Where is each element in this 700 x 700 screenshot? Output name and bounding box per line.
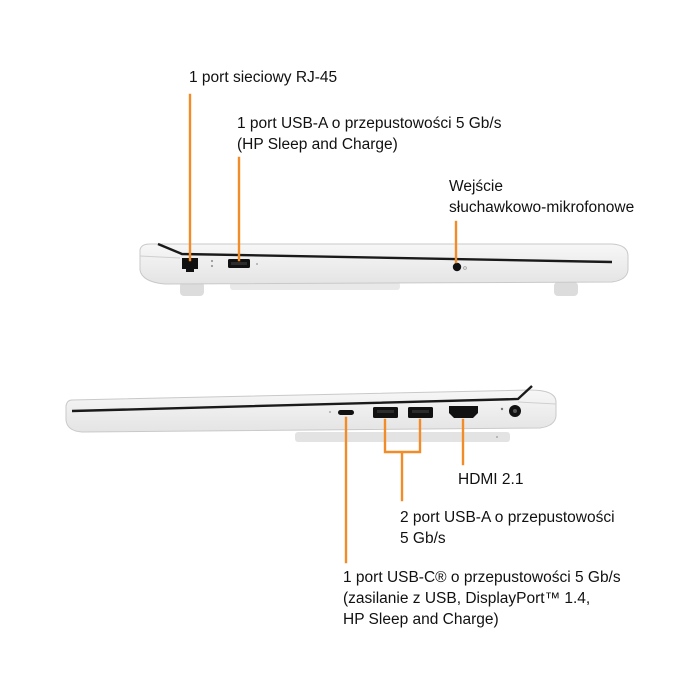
usb-c-port: [338, 410, 354, 415]
label-hdmi: HDMI 2.1: [458, 469, 523, 490]
laptop-foot: [180, 282, 204, 296]
label-usb-c-line2: (zasilanie z USB, DisplayPort™ 1.4,: [343, 590, 591, 607]
label-usb-c: 1 port USB-C® o przepustowości 5 Gb/s (z…: [343, 567, 621, 630]
audio-jack: [452, 262, 462, 272]
callout-lines: [188, 93, 465, 564]
label-usb-a2-line2: 5 Gb/s: [400, 530, 446, 547]
laptop-left-side: [139, 242, 629, 296]
label-usb-a-line2: (HP Sleep and Charge): [237, 136, 398, 153]
lid-seam: [71, 385, 533, 413]
label-hdmi-text: HDMI 2.1: [458, 471, 524, 488]
label-usb-a-line1: 1 port USB-A o przepustowości 5 Gb/s: [237, 115, 502, 132]
label-rj45: 1 port sieciowy RJ-45: [189, 67, 337, 88]
rj45-port: [182, 258, 198, 269]
label-usb-c-line1: 1 port USB-C® o przepustowości 5 Gb/s: [343, 569, 621, 586]
laptop-body: [139, 243, 629, 285]
laptop-foot: [554, 282, 578, 296]
laptop-body: [65, 389, 557, 433]
label-usb-a2-line1: 2 port USB-A o przepustowości: [400, 509, 615, 526]
laptop-right-side: [65, 385, 557, 442]
label-rj45-text: 1 port sieciowy RJ-45: [189, 69, 338, 86]
label-usb-c-line3: HP Sleep and Charge): [343, 611, 499, 628]
hdmi-port: [449, 406, 478, 418]
label-audio: Wejście słuchawkowo-mikrofonowe: [449, 176, 634, 218]
callout-bracket-usb-a: [383, 418, 422, 502]
label-usb-a: 1 port USB-A o przepustowości 5 Gb/s (HP…: [237, 113, 501, 155]
label-audio-line2: słuchawkowo-mikrofonowe: [449, 199, 635, 216]
label-usb-a2: 2 port USB-A o przepustowości 5 Gb/s: [400, 507, 615, 549]
lid-seam: [157, 242, 613, 264]
label-audio-line1: Wejście: [449, 178, 503, 195]
